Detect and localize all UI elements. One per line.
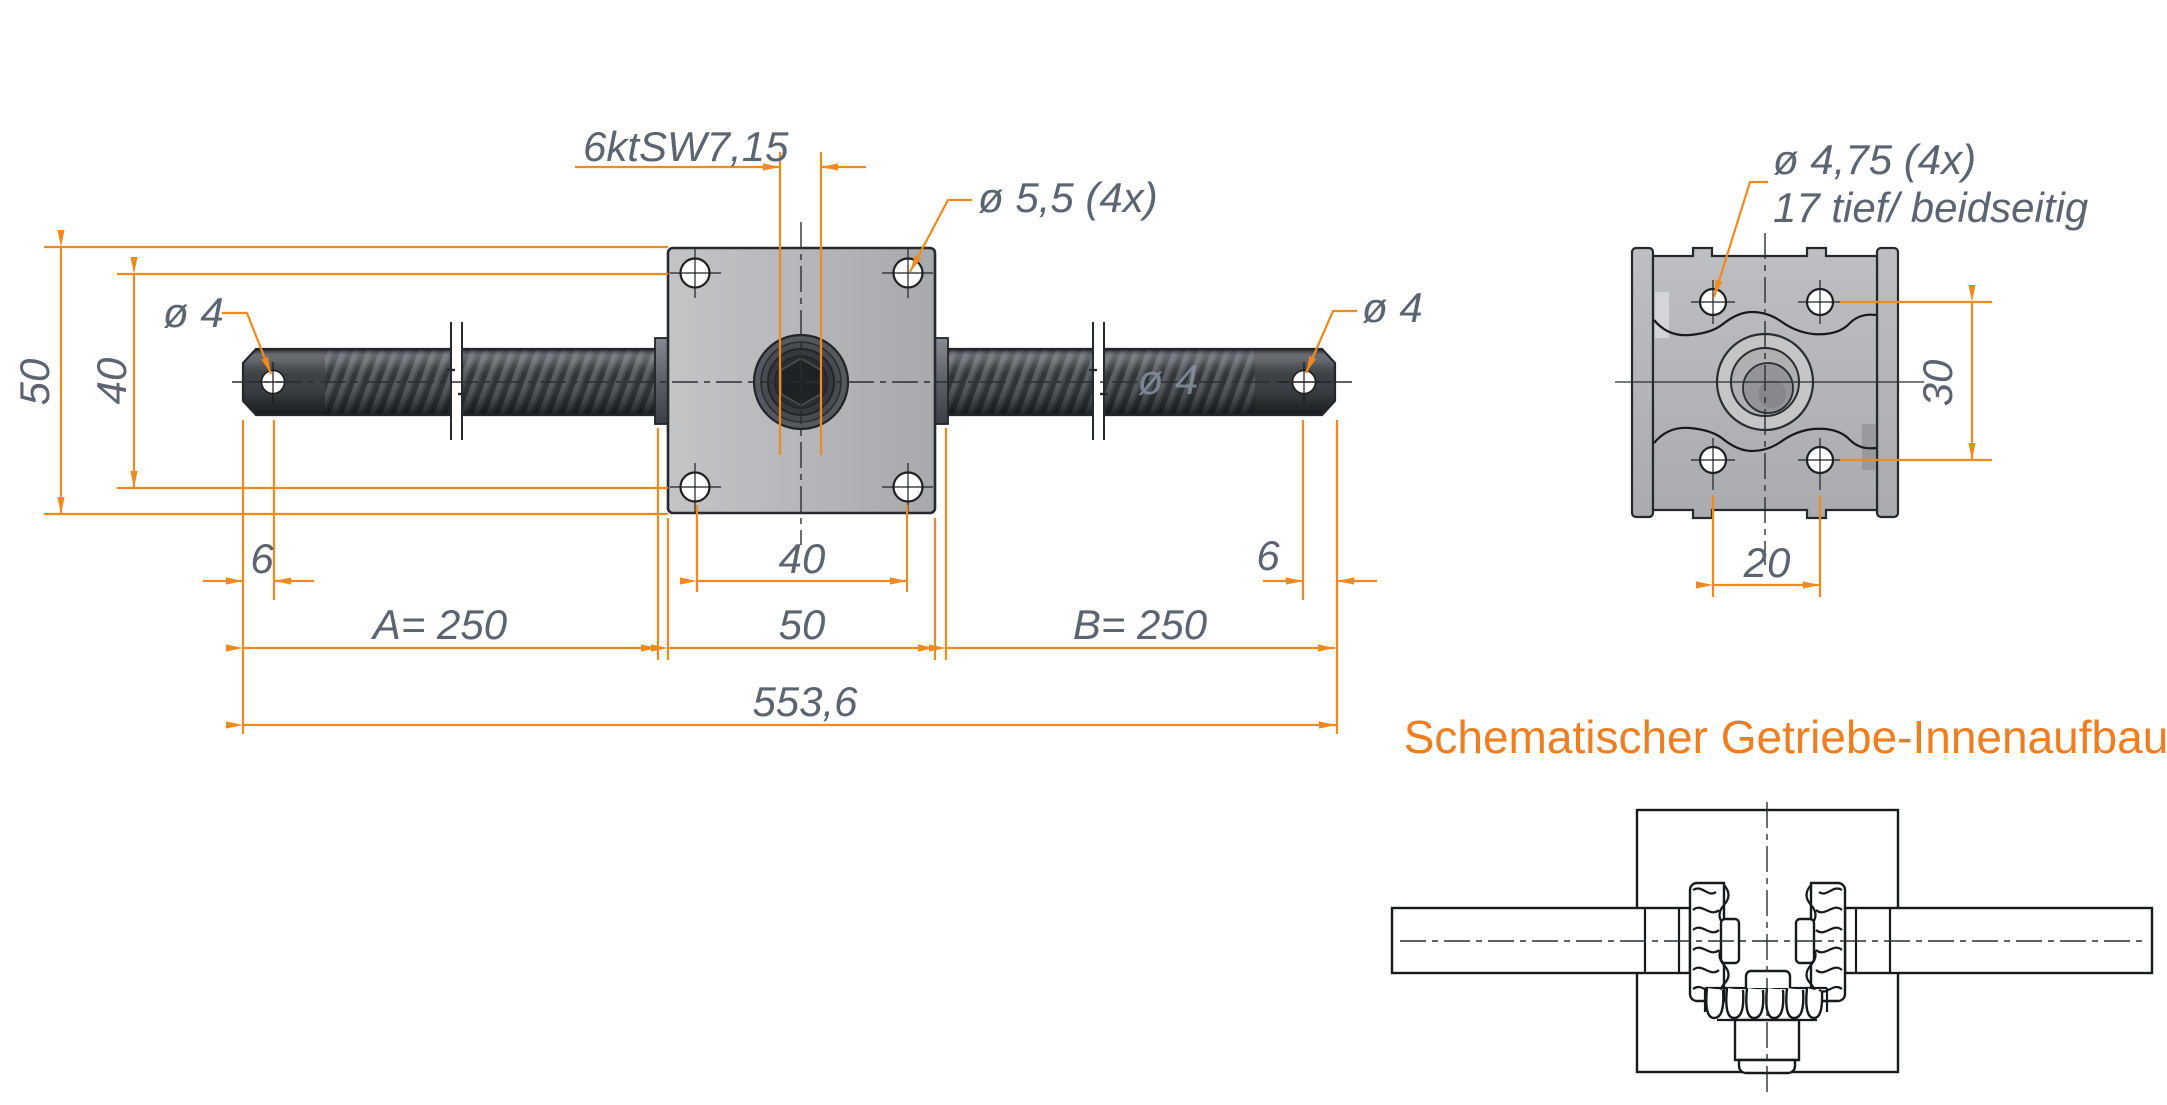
leader-plate-hole	[909, 198, 972, 273]
plate-hole-label: ø 5,5 (4x)	[978, 174, 1158, 221]
ghost-diameter-label: ø 4	[1138, 356, 1199, 403]
hex-dim-label: 6ktSW7,15	[583, 123, 789, 170]
side-hole-bl	[1691, 438, 1735, 490]
dim-50-vert-label: 50	[11, 358, 58, 405]
spindle-right	[944, 347, 1337, 417]
dim-B-label: B= 250	[1073, 601, 1208, 648]
left-dia-label: ø 4	[163, 289, 224, 336]
dim-total-label: 553,6	[752, 678, 858, 725]
mounting-hole-tl	[670, 249, 721, 298]
dim-30-label: 30	[1914, 359, 1961, 406]
side-hole-label-1: ø 4,75 (4x)	[1773, 136, 1976, 183]
mounting-hole-bl	[670, 463, 721, 512]
side-hole-br	[1798, 438, 1842, 490]
right-dia-label: ø 4	[1362, 284, 1423, 331]
dim-6-left-label: 6	[250, 535, 274, 582]
side-casting-wave-top	[1653, 310, 1877, 337]
dim-20-label: 20	[1743, 539, 1791, 586]
dim-6-right-label: 6	[1256, 532, 1280, 579]
side-view: ø 4,75 (4x) 17 tief/ beidseitig 30 20	[1615, 136, 2088, 597]
dimensions-side: ø 4,75 (4x) 17 tief/ beidseitig 30 20	[1696, 136, 2088, 597]
side-hole-tr	[1798, 280, 1842, 324]
side-hole-label-2: 17 tief/ beidseitig	[1773, 184, 2088, 231]
schematic: Schematischer Getriebe-Innenaufbau	[1390, 711, 2167, 1098]
mounting-hole-br	[882, 463, 933, 512]
schematic-pinion	[1703, 969, 1829, 1075]
break-symbol-right	[1089, 322, 1108, 440]
dim-A-label: A= 250	[370, 601, 508, 648]
leader-side-hole	[1712, 180, 1768, 298]
dim-40-vert-label: 40	[88, 357, 135, 404]
side-highlight-left	[1655, 292, 1669, 338]
dim-50-horiz-label: 50	[779, 601, 826, 648]
dimensions-front: 6ktSW7,15 ø 5,5 (4x) ø 4 ø 4 50 40	[11, 123, 1423, 734]
side-shade-right	[1862, 424, 1876, 470]
leader-left-hole	[222, 311, 273, 375]
side-holes	[1691, 280, 1842, 490]
side-casting-wave-bottom	[1653, 426, 1877, 453]
schematic-pinion-hub	[1744, 969, 1792, 988]
leader-right-hole	[1304, 309, 1357, 374]
schematic-title: Schematischer Getriebe-Innenaufbau	[1404, 711, 2167, 763]
front-view: ø 4 6ktSW7,15 ø 5,5 (4x) ø 4 ø 4	[11, 123, 1423, 734]
dim-40-horiz-label: 40	[779, 535, 826, 582]
